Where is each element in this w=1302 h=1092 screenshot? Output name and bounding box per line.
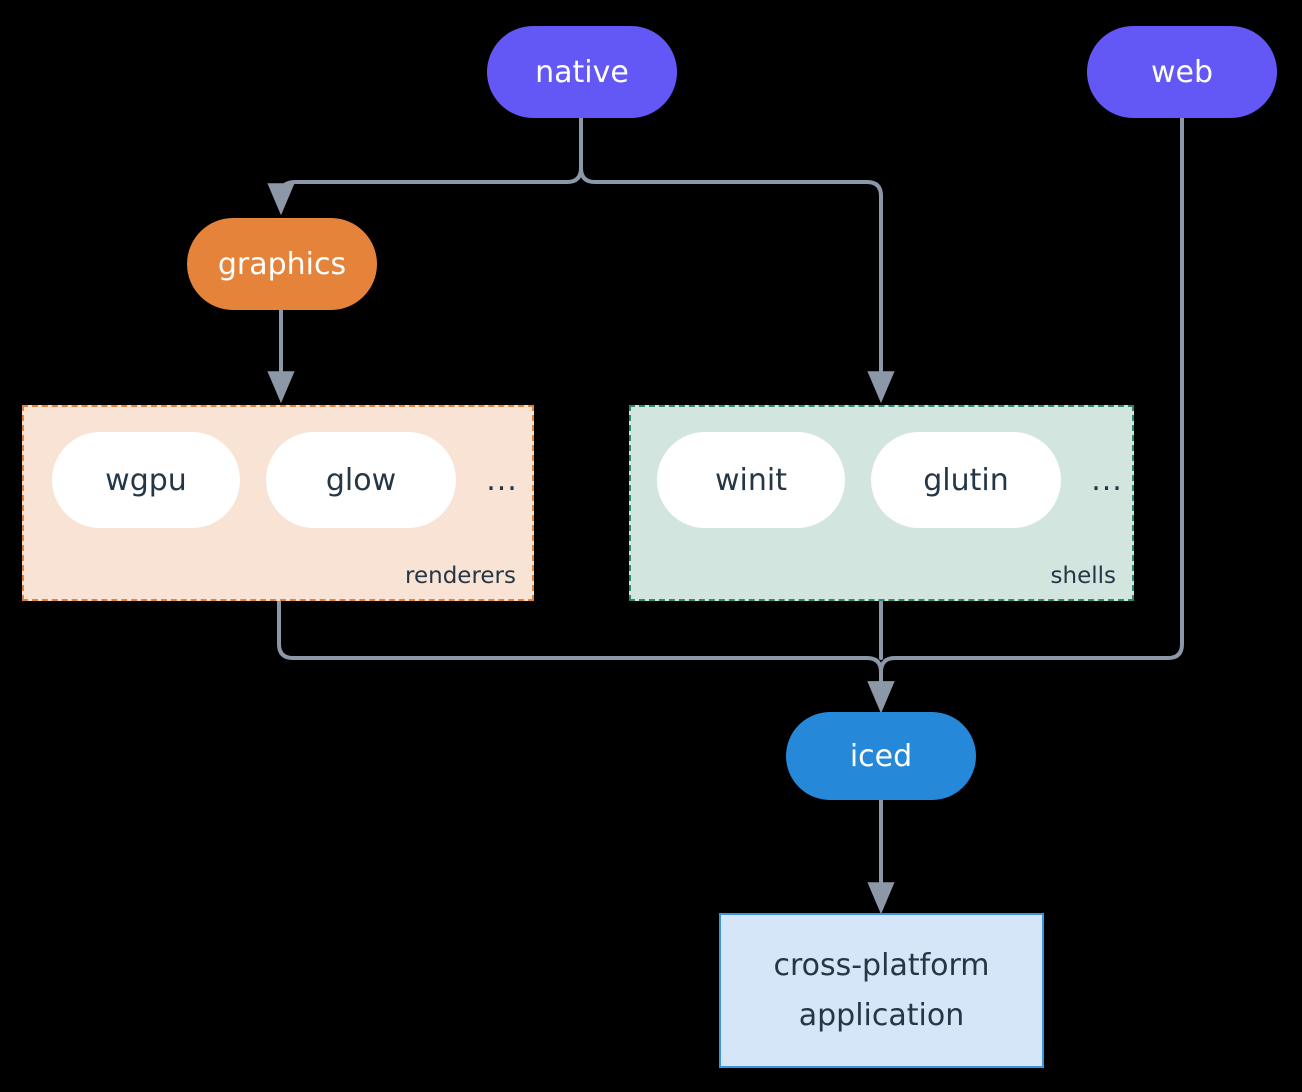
node-web-label: web (1150, 54, 1214, 90)
group-renderers: wgpu glow ... renderers (22, 405, 534, 601)
node-iced[interactable]: iced (786, 712, 976, 800)
node-graphics[interactable]: graphics (187, 218, 377, 310)
edge-renderers-to-iced (277, 600, 895, 714)
renderer-item-glow-label: glow (325, 462, 397, 498)
group-renderers-label: renderers (405, 563, 516, 589)
node-application-label-line2: application (798, 997, 965, 1033)
shell-item-glutin[interactable]: glutin (871, 432, 1061, 528)
node-application[interactable]: cross-platform application (719, 913, 1044, 1068)
renderer-item-wgpu-label: wgpu (105, 462, 187, 498)
node-web[interactable]: web (1087, 26, 1277, 118)
edge-native-to-graphics (267, 114, 583, 216)
group-shells-label: shells (1050, 563, 1116, 589)
node-iced-label: iced (849, 738, 913, 774)
shell-item-glutin-label: glutin (923, 462, 1009, 498)
edge-native-to-shells (579, 114, 895, 404)
shell-item-winit[interactable]: winit (657, 432, 845, 528)
shell-item-winit-label: winit (715, 462, 787, 498)
node-graphics-label: graphics (217, 246, 347, 282)
node-native[interactable]: native (487, 26, 677, 118)
shells-overflow-ellipsis: ... (1091, 462, 1123, 498)
node-native-label: native (535, 54, 629, 90)
edge-web-to-iced (867, 114, 1184, 714)
node-application-label-line1: cross-platform (773, 948, 990, 983)
renderer-item-glow[interactable]: glow (266, 432, 456, 528)
group-shells: winit glutin ... shells (629, 405, 1134, 601)
renderers-overflow-ellipsis: ... (486, 462, 518, 498)
renderer-item-wgpu[interactable]: wgpu (52, 432, 240, 528)
